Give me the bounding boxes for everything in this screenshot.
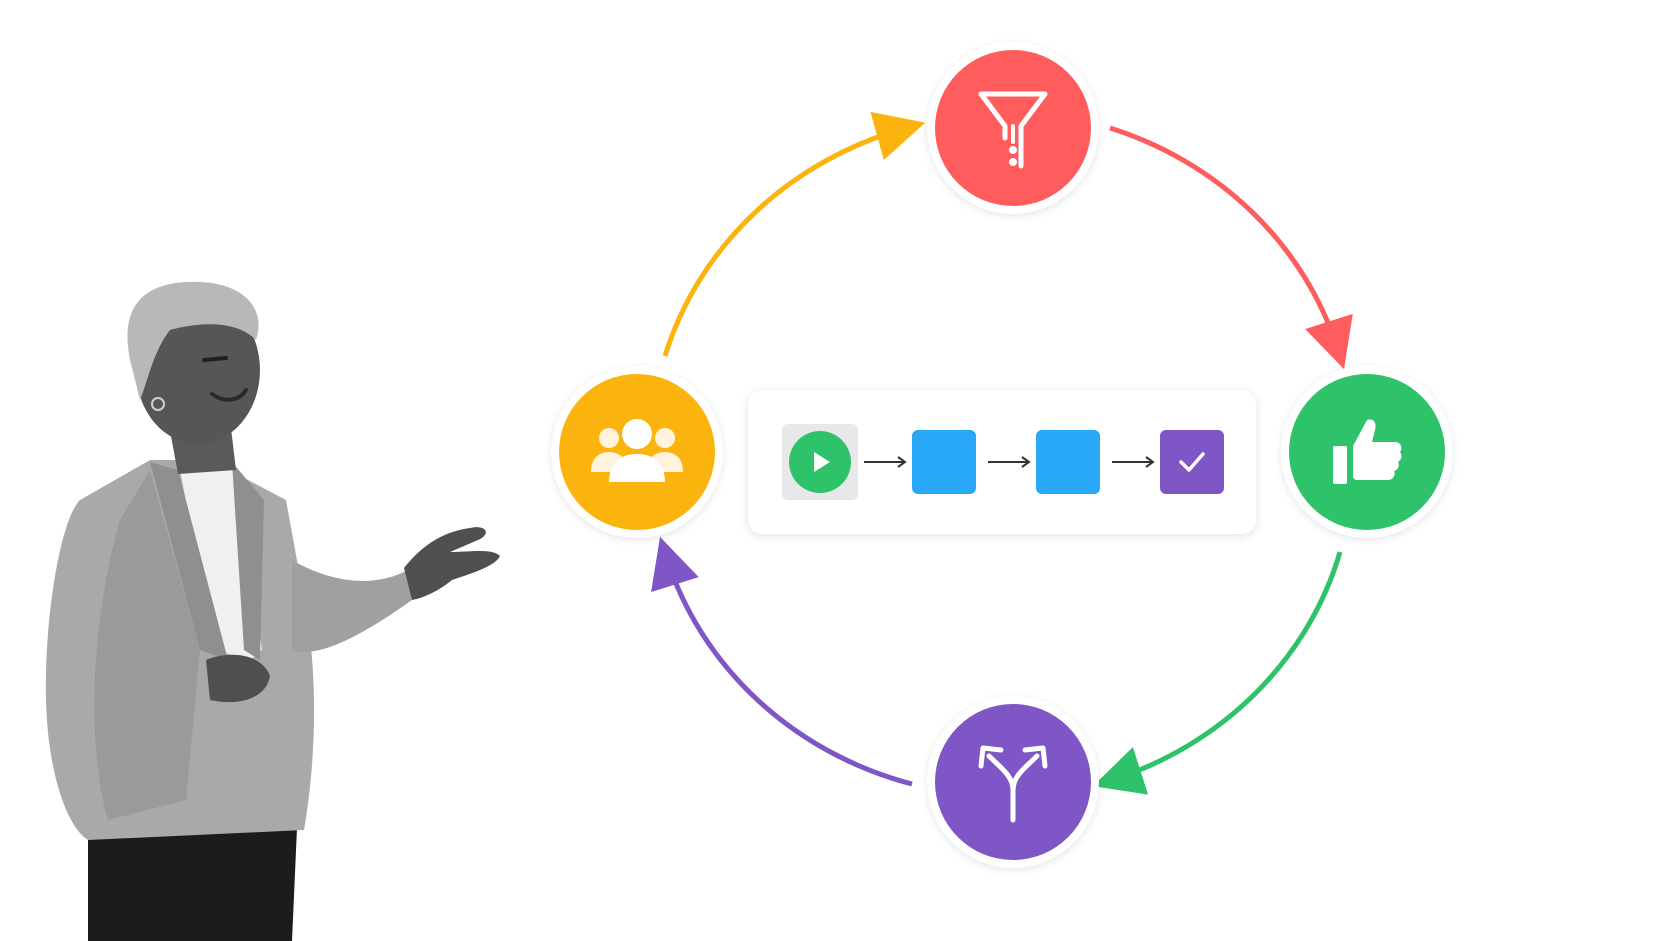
workflow-step-start[interactable] xyxy=(782,424,858,500)
workflow-step-process-2[interactable] xyxy=(1036,430,1100,494)
team-disc xyxy=(559,374,715,530)
branch-disc xyxy=(935,704,1091,860)
check-icon xyxy=(1174,444,1210,480)
branch-arrows-icon xyxy=(971,740,1055,824)
flow-arrow-icon xyxy=(1110,454,1156,470)
cycle-node-funnel[interactable] xyxy=(927,42,1099,214)
arrow-team-to-funnel xyxy=(665,128,906,356)
approve-disc xyxy=(1289,374,1445,530)
thumbs-up-icon xyxy=(1327,412,1407,492)
play-icon xyxy=(805,447,835,477)
arrow-funnel-to-approve xyxy=(1110,128,1338,350)
start-dot xyxy=(789,431,851,493)
workflow-card xyxy=(748,390,1256,534)
funnel-disc xyxy=(935,50,1091,206)
workflow-step-complete[interactable] xyxy=(1160,430,1224,494)
flow-arrow-icon xyxy=(862,454,908,470)
arrow-branch-to-team xyxy=(666,556,912,784)
flow-arrow-icon xyxy=(986,454,1032,470)
workflow-step-process-1[interactable] xyxy=(912,430,976,494)
cycle-node-team[interactable] xyxy=(551,366,723,538)
cycle-node-branch[interactable] xyxy=(927,696,1099,868)
cycle-node-approve[interactable] xyxy=(1281,366,1453,538)
funnel-icon xyxy=(973,86,1053,170)
users-icon xyxy=(587,412,687,492)
arrow-approve-to-branch xyxy=(1112,552,1340,780)
presenter-figure xyxy=(0,0,520,941)
